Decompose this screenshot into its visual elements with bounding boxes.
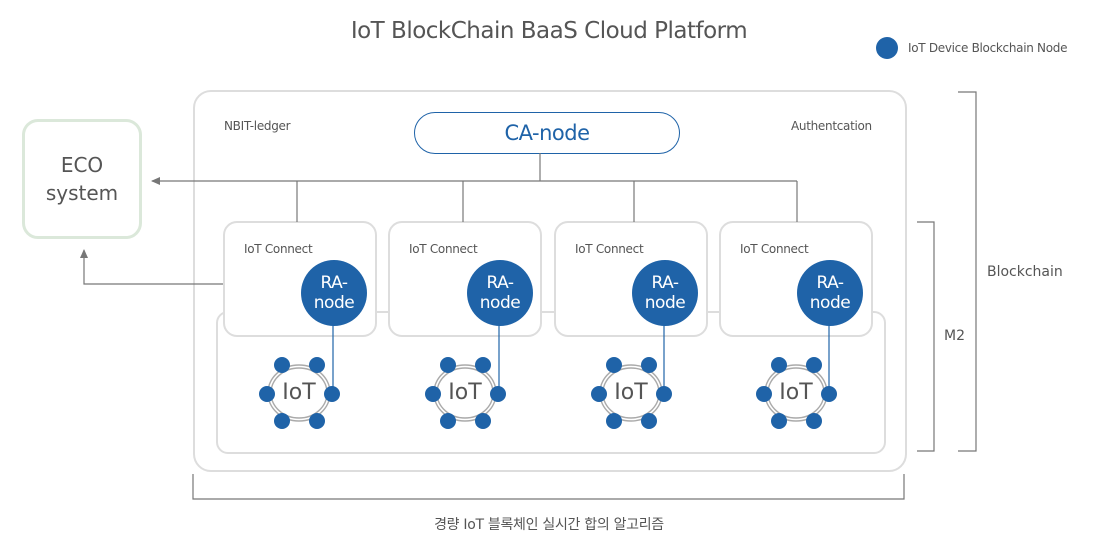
iot-node	[606, 413, 622, 429]
ra-node-line2: node	[313, 293, 355, 313]
ra-node-line2: node	[809, 293, 851, 313]
iot-node	[641, 357, 657, 373]
ra-node: RA- node	[632, 260, 698, 326]
iot-label: IoT	[448, 380, 482, 405]
ra-node-line1: RA-	[320, 273, 348, 293]
iot-node	[490, 386, 506, 402]
iot-label: IoT	[614, 380, 648, 405]
diagram-title: IoT BlockChain BaaS Cloud Platform	[350, 18, 748, 44]
iot-node	[771, 357, 787, 373]
iot-cluster	[756, 357, 837, 429]
iot-node	[656, 386, 672, 402]
iot-node	[806, 413, 822, 429]
iot-cluster	[591, 357, 672, 429]
iot-connect-label: IoT Connect	[409, 242, 478, 256]
eco-line1: ECO	[60, 153, 104, 177]
iot-node	[806, 357, 822, 373]
iot-label: IoT	[779, 380, 813, 405]
ra-node-line1: RA-	[651, 273, 679, 293]
legend-node-icon	[876, 37, 898, 59]
ra-node: RA- node	[467, 260, 533, 326]
iot-node	[475, 413, 491, 429]
authentication-label: Authentcation	[791, 119, 872, 133]
iot-connect-label: IoT Connect	[575, 242, 644, 256]
iot-node	[274, 357, 290, 373]
iot-node	[475, 357, 491, 373]
eco-line2: system	[45, 181, 119, 205]
eco-system-box: ECO system	[22, 119, 142, 239]
ra-node: RA- node	[301, 260, 367, 326]
blockchain-bracket	[958, 91, 977, 452]
nbit-ledger-label: NBIT-ledger	[224, 119, 291, 133]
iot-node	[259, 386, 275, 402]
iot-node	[641, 413, 657, 429]
iot-node	[324, 386, 340, 402]
iot-node	[756, 386, 772, 402]
iot-node	[771, 413, 787, 429]
m2-bracket	[917, 221, 935, 452]
ra-node-line1: RA-	[816, 273, 844, 293]
blockchain-label: Blockchain	[987, 264, 1063, 280]
iot-node	[606, 357, 622, 373]
ra-node-line2: node	[644, 293, 686, 313]
iot-node	[274, 413, 290, 429]
algorithm-label: 경량 IoT 블록체인 실시간 합의 알고리즘	[434, 517, 664, 533]
m2-label: M2	[944, 328, 965, 344]
iot-node	[821, 386, 837, 402]
ca-node: CA-node	[414, 112, 680, 154]
connect-to-eco-arrow	[80, 249, 223, 285]
iot-node	[425, 386, 441, 402]
legend-label: IoT Device Blockchain Node	[908, 41, 1068, 55]
iot-node	[440, 413, 456, 429]
iot-cluster	[259, 357, 340, 429]
iot-connect-label: IoT Connect	[740, 242, 809, 256]
iot-cluster	[425, 357, 506, 429]
iot-node	[309, 357, 325, 373]
algorithm-bracket	[192, 474, 905, 500]
iot-label: IoT	[282, 380, 316, 405]
ra-node: RA- node	[797, 260, 863, 326]
iot-connect-label: IoT Connect	[244, 242, 313, 256]
iot-node	[440, 357, 456, 373]
ra-node-line2: node	[479, 293, 521, 313]
legend: IoT Device Blockchain Node	[876, 37, 1067, 59]
ra-node-line1: RA-	[486, 273, 514, 293]
iot-node	[309, 413, 325, 429]
iot-node	[591, 386, 607, 402]
